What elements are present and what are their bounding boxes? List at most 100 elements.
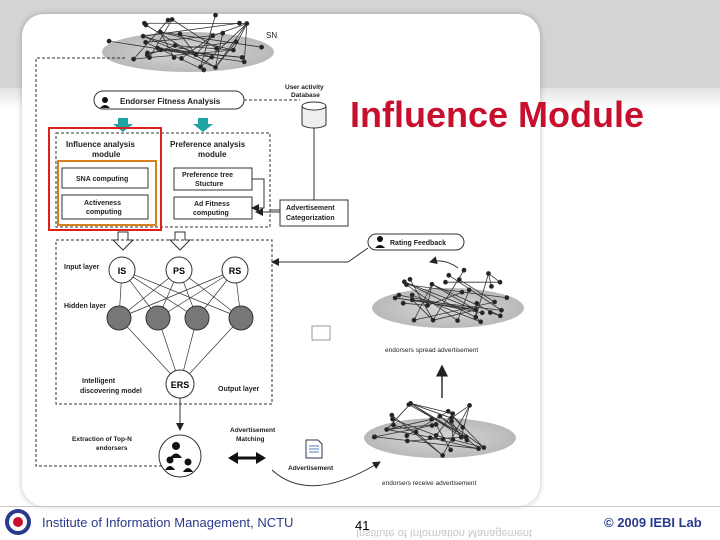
graph-node bbox=[213, 64, 218, 70]
graph-node bbox=[409, 292, 415, 298]
graph-node bbox=[193, 52, 199, 58]
connector-bracket bbox=[311, 325, 331, 341]
graph-node bbox=[429, 423, 435, 428]
graph-node bbox=[404, 282, 409, 288]
preference-tree-label-1: Preference tree bbox=[182, 172, 233, 179]
user-activity-label-2: Database bbox=[291, 92, 320, 99]
graph-node bbox=[478, 319, 484, 325]
graph-node bbox=[201, 67, 207, 73]
graph-node bbox=[239, 55, 245, 60]
footer-divider bbox=[0, 506, 720, 507]
graph-node bbox=[489, 283, 494, 289]
graph-node bbox=[233, 39, 239, 45]
graph-node bbox=[171, 55, 177, 60]
receive-network-graph bbox=[364, 401, 516, 458]
graph-node bbox=[165, 17, 171, 23]
graph-node bbox=[430, 317, 436, 323]
graph-node bbox=[473, 314, 479, 320]
sna-computing-label: SNA computing bbox=[76, 176, 128, 183]
graph-node bbox=[392, 295, 398, 301]
page-number: 41 bbox=[355, 518, 370, 533]
rating-feedback-box: Rating Feedback bbox=[367, 233, 465, 251]
double-arrow-icon bbox=[228, 452, 266, 464]
slide-title: Influence Module bbox=[350, 94, 645, 135]
neural-network-container bbox=[55, 239, 273, 405]
graph-node bbox=[404, 433, 410, 439]
feedback-loop-line bbox=[35, 57, 180, 467]
input-node-rs bbox=[221, 256, 249, 284]
receive-label: endorsers receive advertisement bbox=[382, 480, 476, 487]
graph-node bbox=[209, 54, 215, 60]
graph-node bbox=[479, 310, 485, 316]
graph-node bbox=[458, 434, 464, 440]
advertisement-document-icon bbox=[305, 439, 323, 459]
graph-node bbox=[404, 438, 410, 444]
graph-node bbox=[106, 38, 112, 44]
extraction-label-2: endorsers bbox=[96, 445, 128, 452]
input-node-is bbox=[108, 256, 136, 284]
extraction-label-1: Extraction of Top-N bbox=[72, 436, 132, 443]
graph-node bbox=[473, 307, 479, 313]
hidden-node bbox=[184, 305, 210, 331]
endorsers-group-icon bbox=[158, 434, 202, 478]
graph-node bbox=[140, 33, 146, 39]
graph-node bbox=[456, 277, 462, 282]
graph-node bbox=[433, 433, 439, 438]
graph-node bbox=[409, 297, 415, 303]
output-layer-label: Output layer bbox=[218, 386, 260, 393]
graph-node bbox=[455, 318, 461, 323]
graph-node bbox=[413, 429, 419, 435]
graph-node bbox=[446, 272, 452, 278]
graph-node bbox=[445, 408, 451, 414]
graph-node bbox=[169, 17, 175, 22]
preference-tree-label-2: Stucture bbox=[195, 181, 224, 188]
advertisement-categorization-box: Advertisement Categorization bbox=[279, 199, 349, 227]
ad-matching-label-2: Matching bbox=[236, 436, 265, 443]
top-social-network-graph: SN bbox=[102, 12, 277, 73]
graph-node bbox=[371, 434, 377, 440]
spread-network-graph bbox=[372, 267, 524, 328]
activeness-label-2: computing bbox=[86, 209, 122, 216]
graph-node bbox=[450, 411, 456, 416]
graph-node bbox=[481, 445, 487, 451]
graph-node bbox=[460, 424, 466, 430]
input-label-ps: PS bbox=[173, 266, 185, 276]
input-label-rs: RS bbox=[229, 266, 242, 276]
graph-node bbox=[443, 279, 448, 285]
footer-reflection: Institute of Information Management bbox=[356, 527, 533, 539]
footer-institute: Institute of Information Management, NCT… bbox=[42, 515, 294, 530]
person-icon bbox=[102, 97, 108, 103]
graph-node bbox=[437, 413, 443, 419]
ad-fitness-label-2: computing bbox=[193, 210, 229, 217]
graph-node bbox=[237, 20, 242, 26]
graph-node bbox=[492, 299, 497, 305]
activeness-label-1: Activeness bbox=[84, 200, 121, 207]
input-label-is: IS bbox=[118, 266, 127, 276]
teal-down-arrow-left bbox=[113, 118, 133, 132]
graph-node bbox=[396, 292, 402, 298]
graph-node bbox=[497, 279, 503, 285]
graph-node bbox=[214, 46, 220, 51]
graph-node bbox=[459, 289, 465, 295]
hollow-arrow-left bbox=[111, 231, 135, 251]
graph-node bbox=[390, 416, 395, 422]
graph-node bbox=[476, 446, 481, 452]
database-icon bbox=[301, 101, 327, 111]
output-label-ers: ERS bbox=[171, 380, 190, 390]
graph-node bbox=[448, 447, 454, 453]
graph-node bbox=[433, 421, 439, 427]
orange-highlight-box bbox=[57, 160, 157, 226]
graph-node bbox=[450, 437, 456, 442]
user-activity-database: User activity Database bbox=[285, 84, 327, 129]
graph-node bbox=[504, 295, 510, 301]
hidden-layer-label: Hidden layer bbox=[64, 303, 106, 310]
advertisement-label: Advertisement bbox=[288, 465, 334, 472]
hidden-node bbox=[228, 305, 254, 331]
intelligent-model-label-2: discovering model bbox=[80, 388, 142, 395]
graph-node bbox=[143, 39, 149, 45]
graph-node bbox=[142, 20, 147, 26]
graph-node bbox=[155, 45, 161, 51]
graph-node bbox=[259, 44, 264, 50]
input-node-ps bbox=[165, 256, 193, 284]
